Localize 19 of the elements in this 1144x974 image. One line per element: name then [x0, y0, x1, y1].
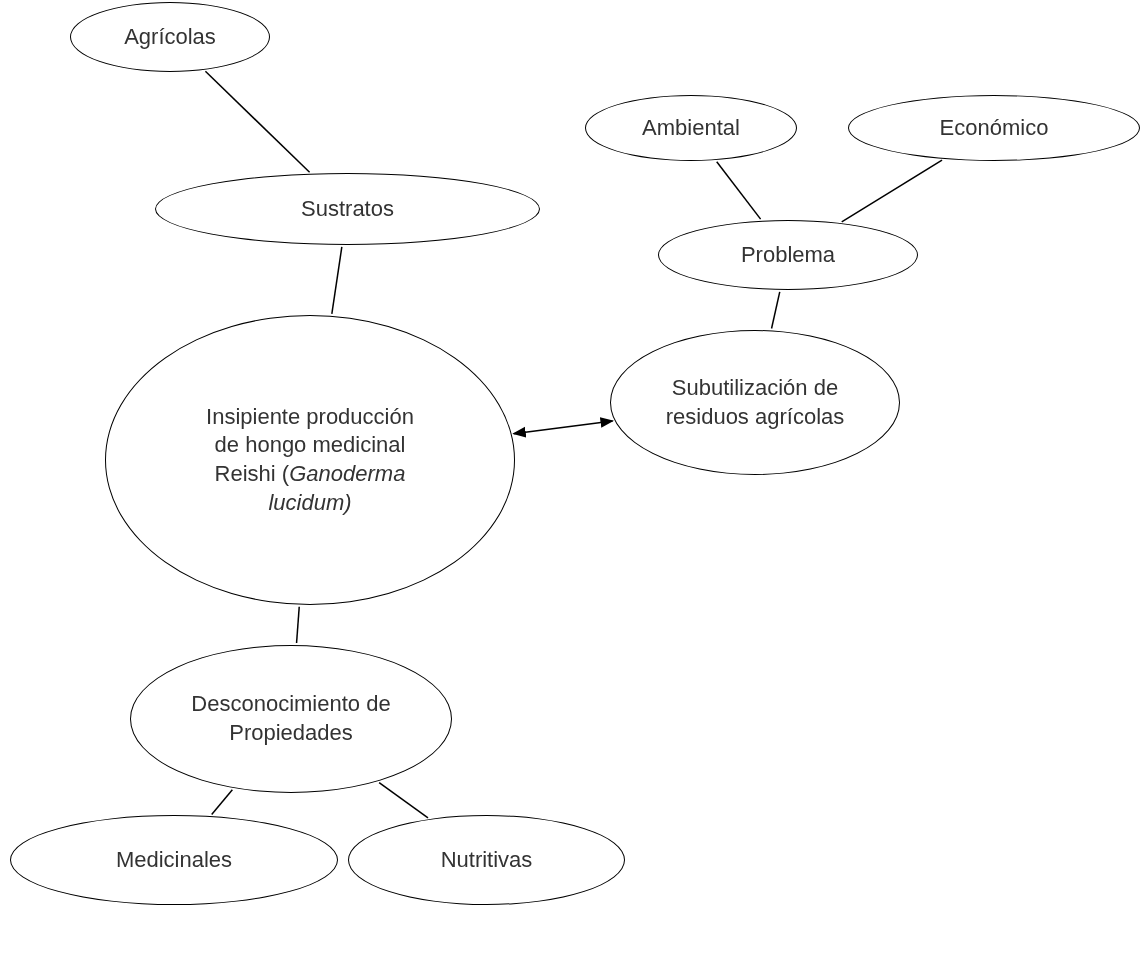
- connector-line: [716, 160, 762, 220]
- connector-line: [204, 70, 311, 173]
- connector-line: [770, 291, 781, 330]
- concept-text: Nutritivas: [440, 845, 533, 874]
- concept-text: Sustratos: [301, 194, 394, 223]
- concept-text: Económico: [939, 113, 1049, 142]
- concept-text: Problema: [740, 240, 836, 269]
- concept-text: Desconocimiento de Propiedades: [190, 690, 392, 747]
- double-arrow: [512, 417, 614, 438]
- concept-text: Agrícolas: [124, 22, 216, 51]
- connector-line: [841, 159, 943, 223]
- connector-line: [210, 788, 234, 816]
- concept-text: Insipiente producción de hongo medicinal Reishi (Ganoderma lucidum): [205, 402, 415, 517]
- concept-text: Subutilización de residuos agrícolas: [664, 373, 846, 431]
- concept-text: Ambiental: [642, 113, 740, 142]
- connector-line: [295, 606, 300, 644]
- connector-line: [331, 246, 343, 315]
- concept-text: Medicinales: [115, 845, 233, 874]
- connector-line: [378, 781, 429, 819]
